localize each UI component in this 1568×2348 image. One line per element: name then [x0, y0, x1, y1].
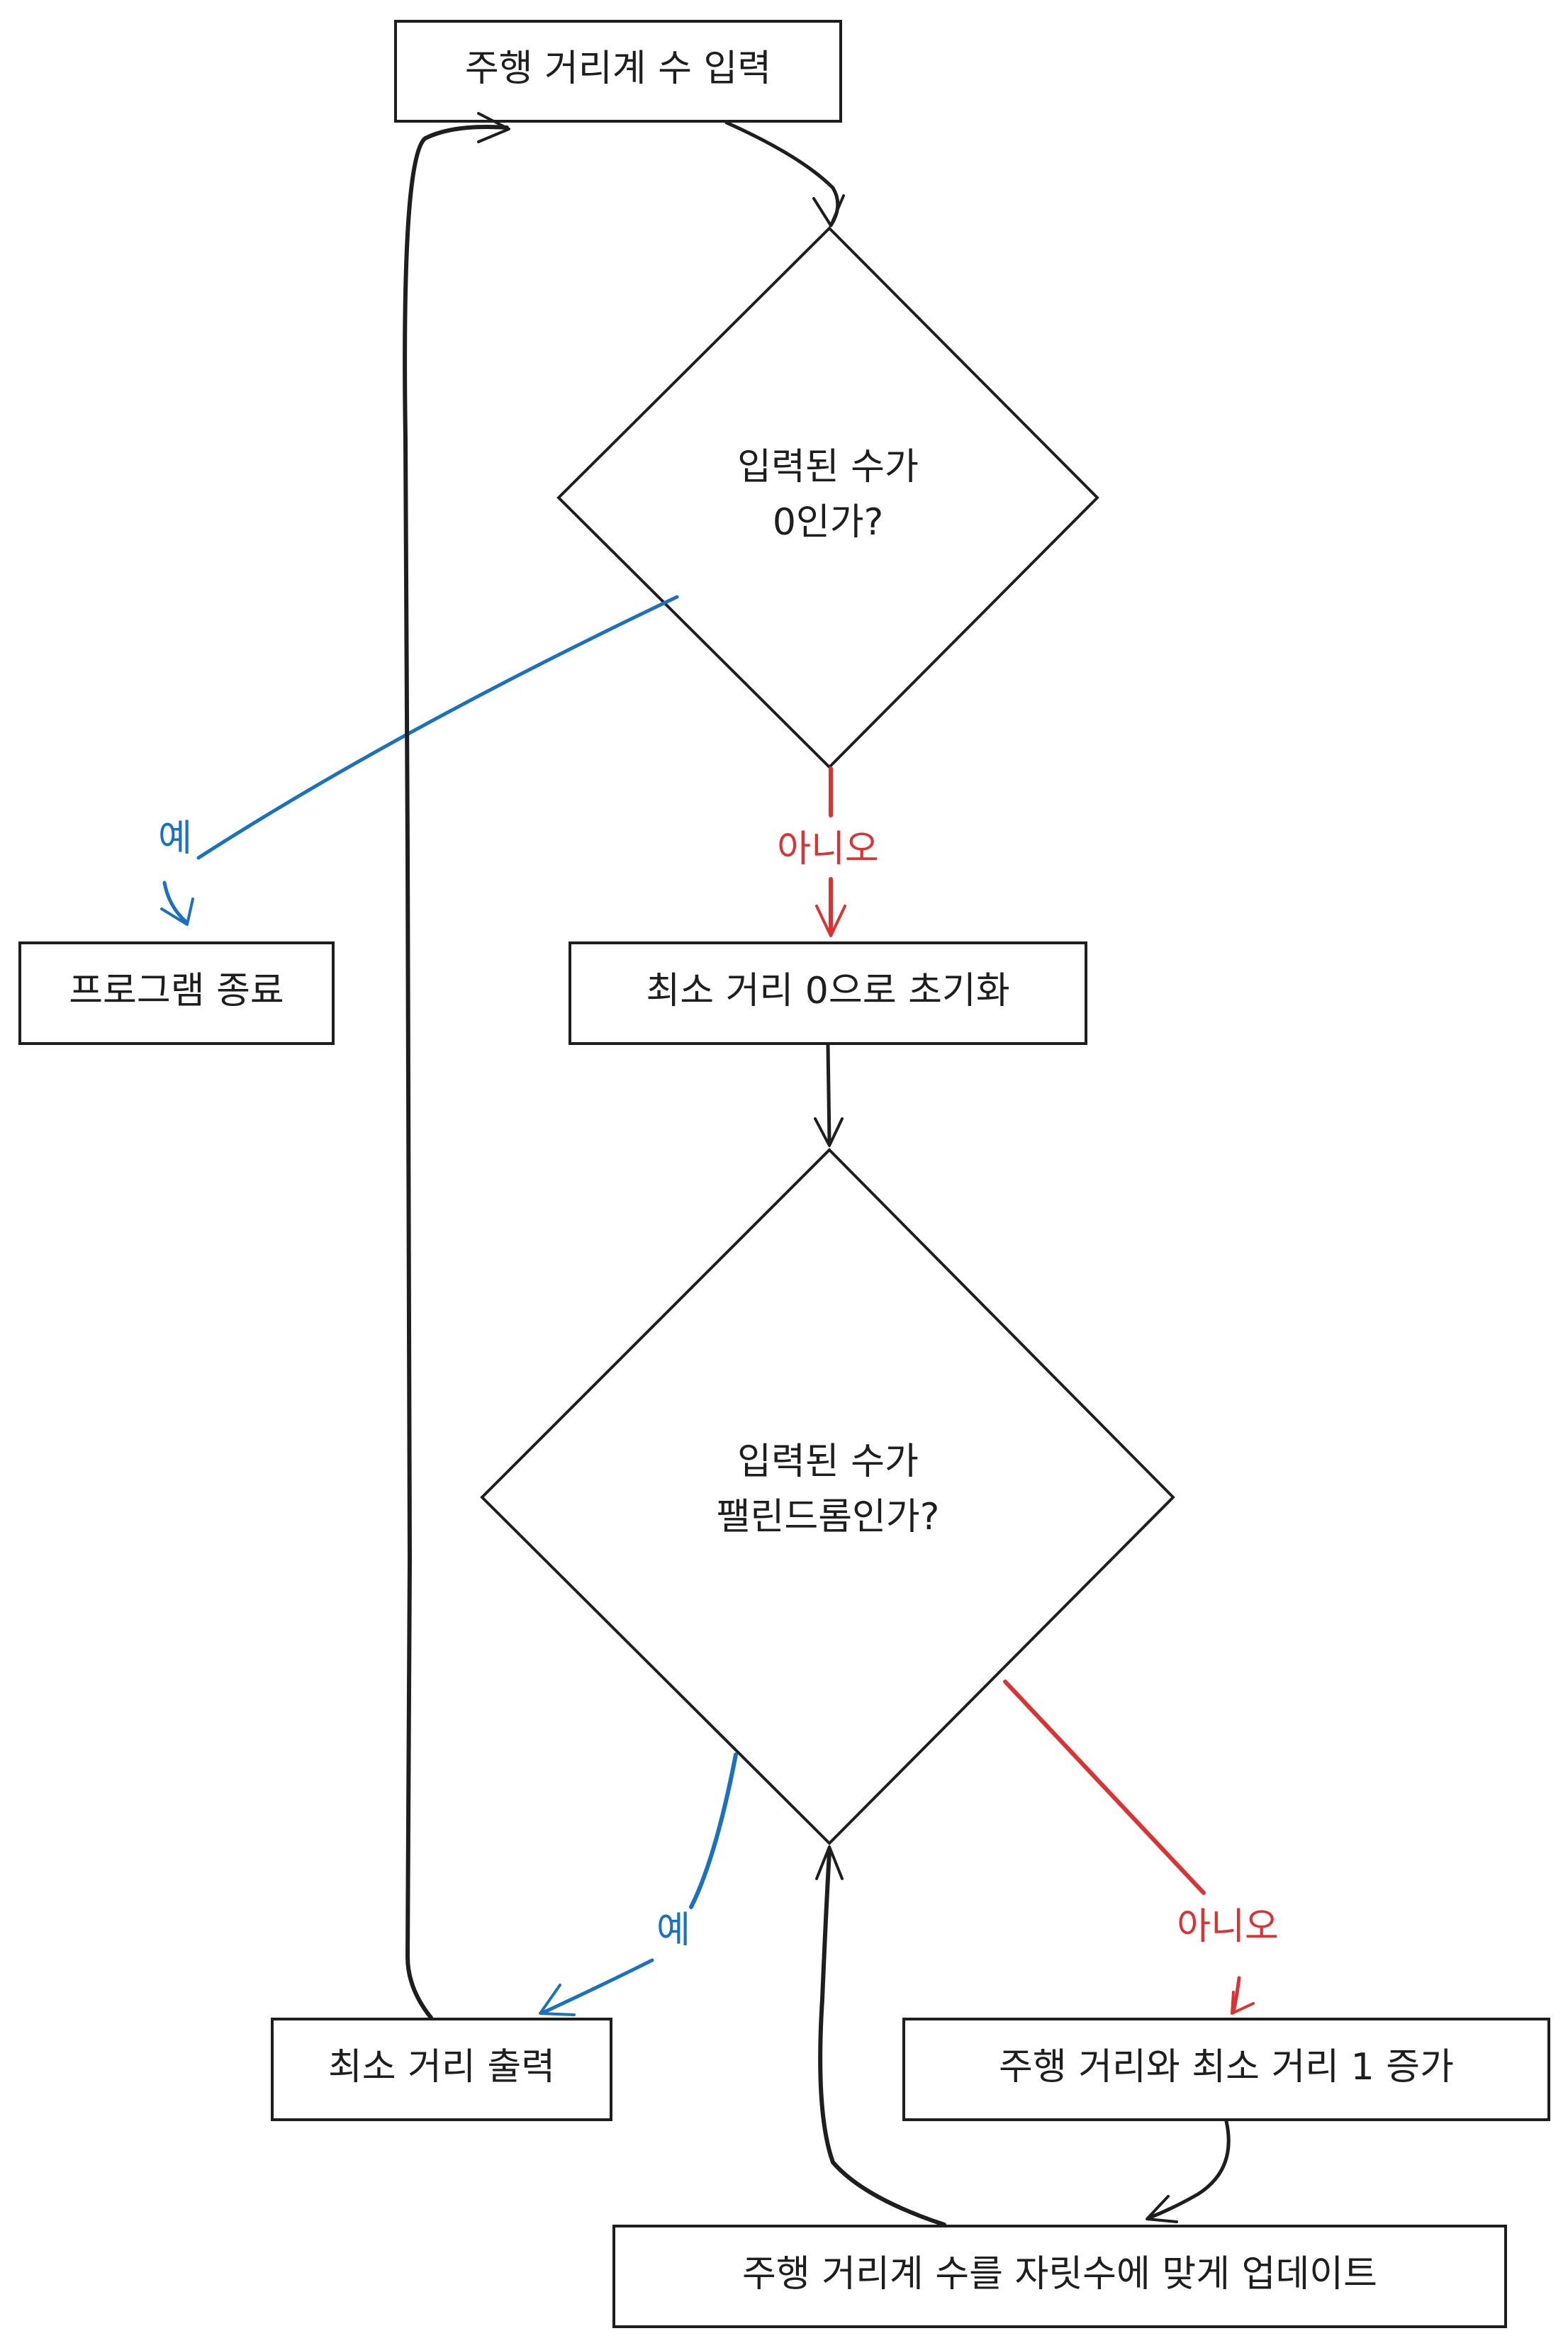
init-min-distance-node[interactable]: 최소 거리 0으로 초기화 — [569, 941, 1087, 1045]
arrowhead-init-to-palindrome — [814, 1117, 844, 1147]
arrowhead-increase-to-update — [1146, 2195, 1178, 2223]
update-odometer-label: 주행 거리계 수를 자릿수에 맞게 업데이트 — [742, 2253, 1377, 2296]
arrow-palindrome-no-lower — [1231, 1976, 1241, 2014]
arrowhead-zero-yes — [160, 898, 194, 926]
increase-distances-label: 주행 거리와 최소 거리 1 증가 — [999, 2046, 1454, 2089]
update-odometer-node[interactable]: 주행 거리계 수를 자릿수에 맞게 업데이트 — [612, 2225, 1507, 2328]
palindrome-decision-line2: 팰린드롬인가? — [717, 1496, 940, 1538]
print-min-distance-label: 최소 거리 출력 — [328, 2046, 555, 2089]
palindrome-decision-line1: 입력된 수가 — [737, 1441, 919, 1483]
zero-decision-line2: 0인가? — [773, 501, 883, 544]
zero-decision-line1: 입력된 수가 — [737, 446, 919, 488]
arrow-init-to-palindrome — [826, 1043, 831, 1144]
arrow-zero-yes-lower — [162, 880, 188, 924]
end-program-label: 프로그램 종료 — [69, 970, 284, 1012]
zero-yes-label: 예 — [158, 817, 192, 860]
arrow-update-to-palindrome — [818, 1850, 946, 2227]
input-odometer-label: 주행 거리계 수 입력 — [465, 47, 771, 90]
arrowhead-palindrome-yes — [539, 1984, 576, 2016]
arrow-zero-yes — [196, 595, 679, 860]
arrow-palindrome-yes-lower — [542, 1958, 654, 2014]
arrowhead-input-to-zero-decision — [812, 194, 845, 227]
init-min-distance-label: 최소 거리 0으로 초기화 — [646, 970, 1009, 1012]
arrowhead-print-to-input — [477, 112, 510, 143]
arrowhead-update-to-palindrome — [815, 1845, 844, 1880]
arrowhead-zero-no — [815, 905, 846, 937]
arrow-print-to-input — [403, 125, 509, 2020]
palindrome-decision-node[interactable]: 입력된 수가 팰린드롬인가? — [480, 1148, 1175, 1845]
zero-decision-node[interactable]: 입력된 수가 0인가? — [556, 226, 1099, 769]
print-min-distance-node[interactable]: 최소 거리 출력 — [271, 2018, 612, 2121]
palindrome-no-label: 아니오 — [1177, 1906, 1279, 1948]
input-odometer-node[interactable]: 주행 거리계 수 입력 — [394, 20, 842, 123]
arrow-palindrome-yes-upper — [689, 1752, 738, 1909]
increase-distances-node[interactable]: 주행 거리와 최소 거리 1 증가 — [902, 2018, 1550, 2121]
zero-no-label: 아니오 — [777, 828, 879, 871]
arrow-increase-to-update — [1148, 2119, 1231, 2220]
end-program-node[interactable]: 프로그램 종료 — [18, 941, 335, 1045]
palindrome-yes-label: 예 — [656, 1909, 690, 1952]
arrow-palindrome-no-upper — [1003, 1679, 1206, 1895]
arrowhead-palindrome-no — [1231, 1991, 1255, 2015]
